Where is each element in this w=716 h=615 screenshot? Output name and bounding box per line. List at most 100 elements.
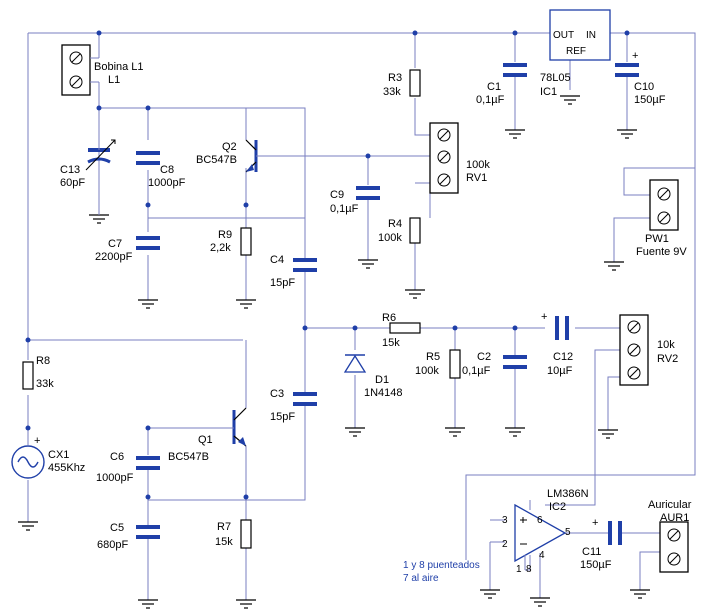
l1-ref2: L1 (108, 74, 120, 86)
r4-ref: R4 (388, 218, 402, 230)
note-line2: 7 al aire (403, 573, 439, 584)
q1-ref: Q1 (198, 434, 213, 446)
rv1-potentiometer-terminal (429, 122, 459, 194)
q1-value: BC547B (168, 451, 209, 463)
junction-dots (25, 30, 630, 500)
r3-ref: R3 (388, 72, 402, 84)
rv2-ref: RV2 (657, 353, 678, 365)
c5-ref: C5 (110, 522, 124, 534)
rv2-value: 10k (657, 339, 675, 351)
r3-resistor (409, 69, 421, 97)
r6-ref: R6 (382, 312, 396, 324)
c6-ref: C6 (110, 451, 124, 463)
c7-value: 2200pF (95, 251, 133, 263)
pw1-value: Fuente 9V (636, 246, 687, 258)
d1-ref: D1 (375, 374, 389, 386)
ic2-pin3: 3 (502, 515, 508, 526)
r6-resistor (389, 322, 421, 334)
cx1-signal-source (11, 445, 45, 479)
r8-ref: R8 (36, 355, 50, 367)
c2-ref: C2 (477, 351, 491, 363)
r4-resistor (409, 217, 421, 244)
q2-transistor (245, 139, 268, 173)
ic2-pin1: 1 (516, 564, 522, 575)
ic1-regulator: OUT IN REF (549, 9, 611, 61)
ground-symbols (18, 95, 650, 609)
cx1-polarity: + (34, 435, 40, 447)
r7-resistor (240, 519, 252, 549)
c12-capacitor (555, 316, 569, 340)
c1-capacitor (503, 63, 527, 77)
d1-value: 1N4148 (364, 387, 403, 399)
c7-ref: C7 (108, 238, 122, 250)
c12-value: 10µF (547, 365, 573, 377)
q1-transistor (228, 407, 247, 447)
ic2-pin6: 6 (537, 515, 543, 526)
c1-ref: C1 (487, 81, 501, 93)
r8-value: 33k (36, 378, 54, 390)
ic2-amplifier (514, 503, 567, 571)
c12-ref: C12 (553, 351, 573, 363)
c6-capacitor (136, 456, 160, 470)
aur1-ref2: AUR1 (660, 512, 689, 524)
ic1-pin-in: IN (586, 30, 596, 41)
rv1-value: 100k (466, 159, 490, 171)
c13-ref: C13 (60, 164, 80, 176)
c4-ref: C4 (270, 254, 284, 266)
aur1-earphone-terminal (659, 521, 689, 573)
pw1-ref: PW1 (645, 233, 669, 245)
wires (27, 32, 696, 600)
r7-value: 15k (215, 536, 233, 548)
r5-value: 100k (415, 365, 439, 377)
ic2-value: LM386N (547, 488, 589, 500)
c1-value: 0,1µF (476, 94, 505, 106)
c10-capacitor (615, 63, 639, 77)
ic1-value: 78L05 (540, 72, 571, 84)
c4-capacitor (293, 258, 317, 272)
coil-l1-terminal (61, 44, 100, 96)
c10-polarity: + (632, 50, 638, 62)
r6-value: 15k (382, 337, 400, 349)
c11-value: 150µF (580, 559, 612, 571)
c4-value: 15pF (270, 277, 295, 289)
c2-capacitor (503, 355, 527, 369)
pw1-power-terminal (649, 179, 679, 231)
note-line1: 1 y 8 puenteados (403, 560, 480, 571)
rv2-potentiometer-terminal (619, 314, 649, 386)
c8-value: 1000pF (148, 177, 186, 189)
r7-ref: R7 (217, 521, 231, 533)
r5-resistor (449, 349, 461, 379)
rv1-ref: RV1 (466, 172, 487, 184)
c8-ref: C8 (160, 164, 174, 176)
c11-polarity: + (592, 517, 598, 529)
c3-value: 15pF (270, 411, 295, 423)
c5-capacitor (136, 525, 160, 539)
c6-value: 1000pF (96, 472, 134, 484)
ic2-pin5: 5 (565, 527, 571, 538)
c5-value: 680pF (97, 539, 128, 551)
r5-ref: R5 (426, 351, 440, 363)
c3-capacitor (293, 392, 317, 406)
cx1-ref: CX1 (48, 449, 69, 461)
ic1-pin-out: OUT (553, 30, 574, 41)
c9-ref: C9 (330, 189, 344, 201)
l1-ref: Bobina L1 (94, 61, 144, 73)
ic2-pin8: 8 (526, 564, 532, 575)
r9-ref: R9 (218, 229, 232, 241)
cx1-value: 455Khz (48, 462, 85, 474)
c9-value: 0,1µF (330, 203, 359, 215)
c11-ref: C11 (582, 546, 601, 558)
c7-capacitor (136, 236, 160, 250)
d1-diode (343, 354, 367, 373)
ic2-pin4: 4 (539, 550, 545, 561)
ic2-ref: IC2 (549, 501, 566, 513)
c10-ref: C10 (634, 81, 654, 93)
r4-value: 100k (378, 232, 402, 244)
c2-value: 0,1µF (462, 365, 491, 377)
c13-value: 60pF (60, 177, 85, 189)
q2-value: BC547B (196, 154, 237, 166)
q2-ref: Q2 (222, 141, 237, 153)
r9-value: 2,2k (210, 242, 231, 254)
ic1-ref: IC1 (540, 86, 557, 98)
